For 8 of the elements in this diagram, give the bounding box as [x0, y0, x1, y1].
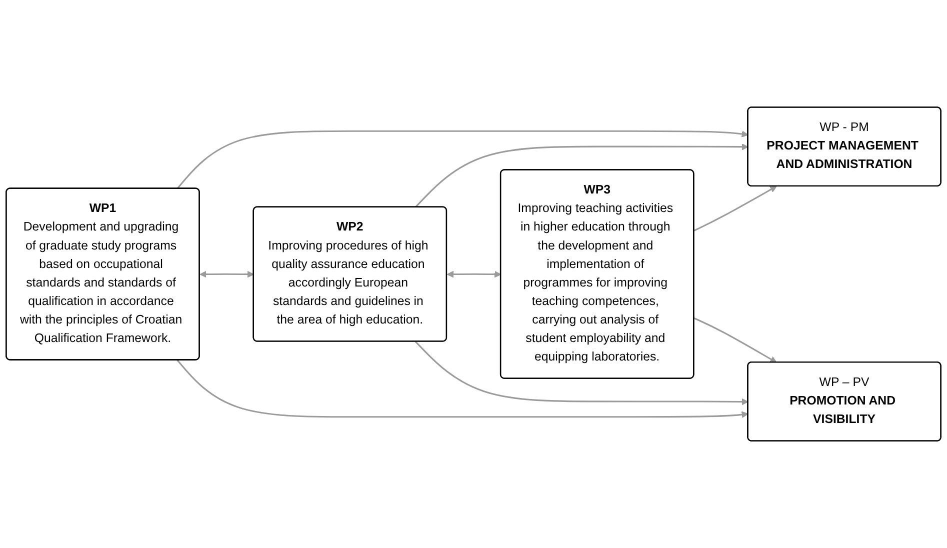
- arrow: [200, 270, 254, 278]
- arrow: [414, 341, 748, 406]
- arrow: [446, 270, 502, 278]
- arrow: [176, 360, 748, 418]
- arrow: [694, 186, 777, 232]
- arrow: [414, 143, 748, 208]
- arrow: [176, 130, 748, 190]
- arrow: [694, 317, 777, 363]
